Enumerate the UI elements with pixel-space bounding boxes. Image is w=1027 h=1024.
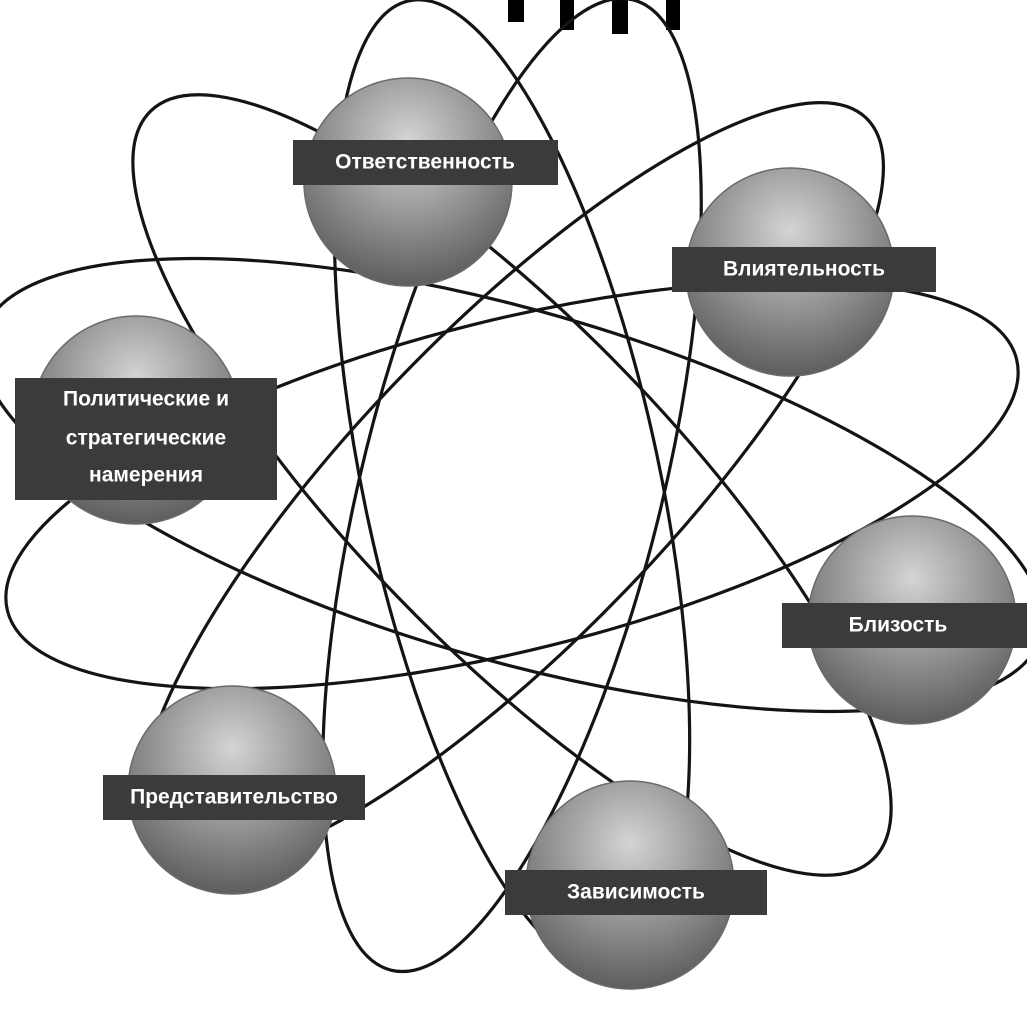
node-otvetstvennost: Ответственность: [293, 77, 558, 287]
label-bar: [782, 603, 1027, 648]
node-label: Представительство: [130, 786, 338, 809]
node-zavisimost: Зависимость: [505, 780, 767, 990]
node-predstavitelstvo: Представительство: [103, 685, 365, 895]
node-vliyatelnost: Влиятельность: [672, 167, 936, 377]
orbit-ellipse: [131, 93, 893, 877]
node-label: Влиятельность: [723, 258, 885, 281]
orbit-ellipse: [0, 256, 1027, 714]
node-politicheskie: Политические и стратегические намерения: [15, 315, 277, 525]
orbit-ellipse: [4, 279, 1020, 691]
node-blizost: Близость: [782, 515, 1027, 725]
label-bar: [505, 870, 767, 915]
node-label: Близость: [849, 614, 948, 637]
label-bar: [672, 247, 936, 292]
node-label-line-3: намерения: [89, 464, 203, 487]
node-label-line-2: стратегические: [66, 427, 226, 450]
label-bar: [103, 775, 365, 820]
label-bar: [15, 378, 277, 500]
label-bar: [293, 140, 558, 185]
orbit-ellipse: [321, 0, 703, 974]
node-label: Зависимость: [567, 881, 705, 904]
node-label-line-1: Политические и: [63, 388, 229, 411]
node-label: Ответственность: [335, 151, 515, 174]
